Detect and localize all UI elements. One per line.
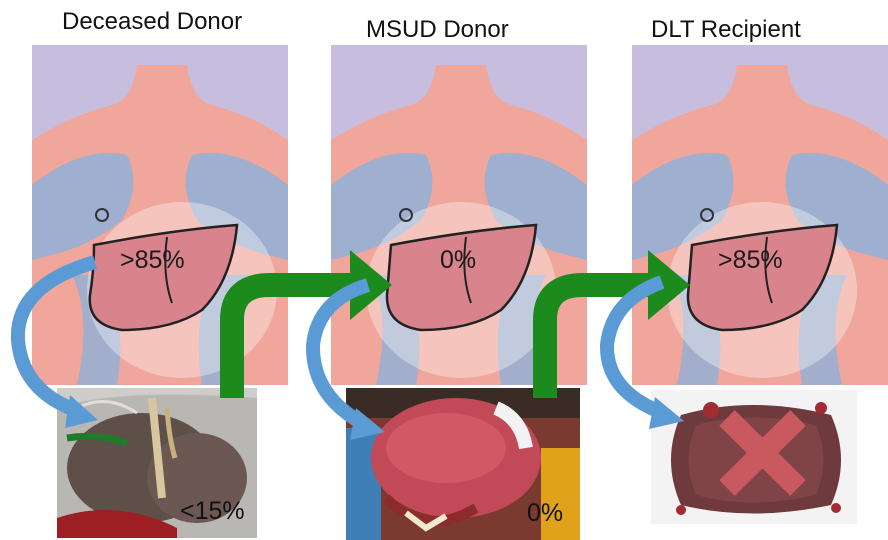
x-mark-icon bbox=[727, 418, 798, 488]
blue-arrow-icon bbox=[607, 282, 684, 429]
blue-arrow-icon bbox=[313, 285, 385, 440]
blue-arrow-icon bbox=[18, 262, 98, 428]
